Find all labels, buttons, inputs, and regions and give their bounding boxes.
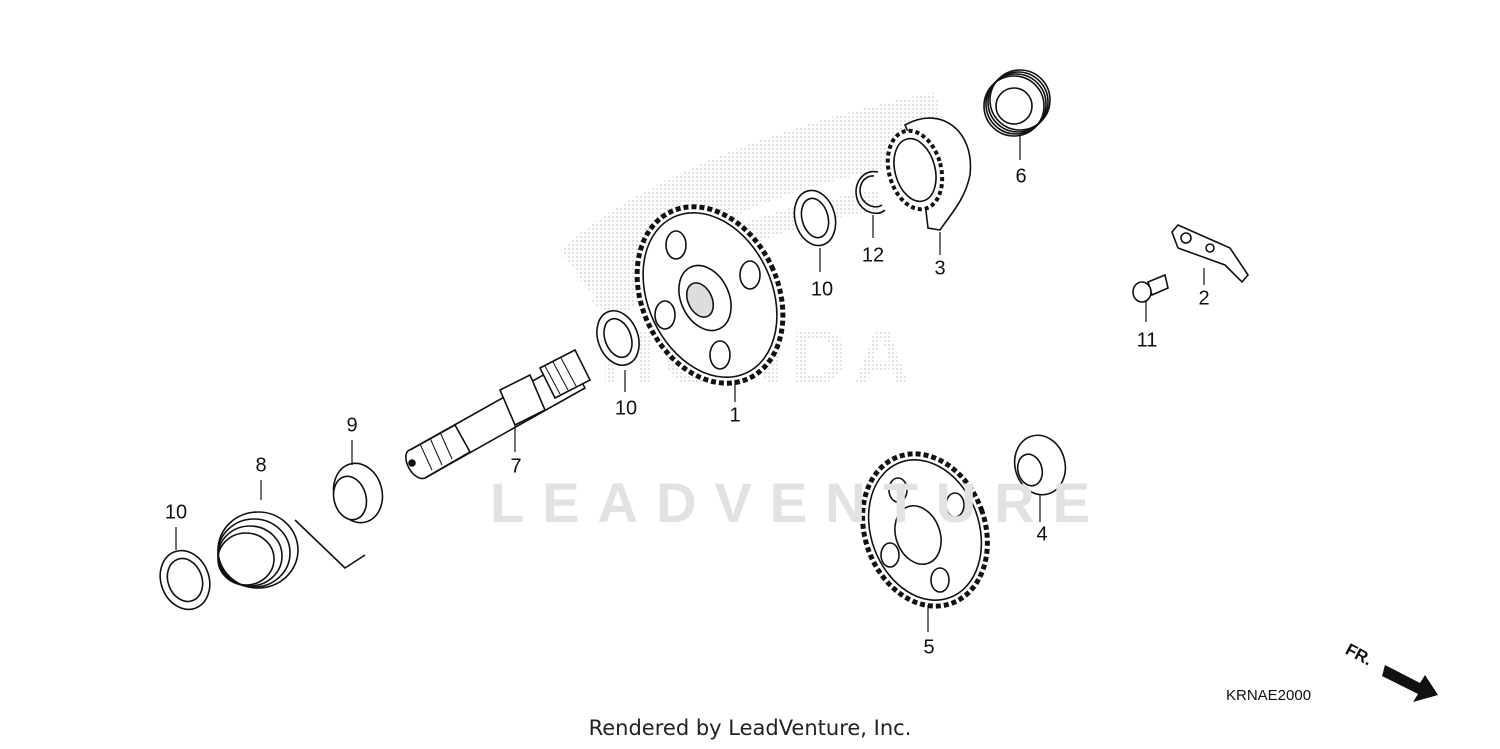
callout-9[interactable]: 9 — [346, 414, 358, 437]
callout-7[interactable]: 7 — [510, 455, 522, 478]
callout-2[interactable]: 2 — [1198, 287, 1210, 310]
lower-gear — [860, 451, 990, 609]
leader-lines — [175, 136, 1205, 632]
watermark: LEADVENTURE — [490, 471, 1109, 534]
callout-6[interactable]: 6 — [1015, 165, 1027, 188]
callout-3[interactable]: 3 — [934, 257, 946, 280]
washer-lower — [159, 549, 211, 611]
large-gear — [634, 204, 786, 386]
kick-spring — [217, 511, 366, 589]
callout-11[interactable]: 11 — [1136, 329, 1158, 352]
callout-12[interactable]: 12 — [861, 244, 885, 267]
ratchet — [885, 117, 972, 231]
circlip — [855, 170, 886, 215]
stopper-plate — [1171, 224, 1250, 284]
spacer-collar — [1013, 434, 1067, 496]
diagram-code: KRNAE2000 — [1226, 687, 1312, 704]
front-direction-arrow — [1382, 665, 1438, 702]
shaft — [405, 348, 592, 480]
callout-1[interactable]: 1 — [729, 404, 741, 427]
collar — [332, 462, 384, 524]
callout-4[interactable]: 4 — [1036, 523, 1048, 546]
ratchet-spring — [983, 69, 1051, 137]
callout-10-lower[interactable]: 10 — [164, 501, 188, 524]
render-credit: Rendered by LeadVenture, Inc. — [588, 716, 912, 740]
washer-upper — [793, 189, 837, 247]
callout-5[interactable]: 5 — [923, 636, 935, 659]
callout-10-middle[interactable]: 10 — [614, 397, 638, 420]
callout-8[interactable]: 8 — [255, 454, 267, 477]
washer-middle — [596, 310, 640, 366]
callout-10-upper[interactable]: 10 — [810, 278, 834, 301]
bolt — [1132, 273, 1169, 303]
